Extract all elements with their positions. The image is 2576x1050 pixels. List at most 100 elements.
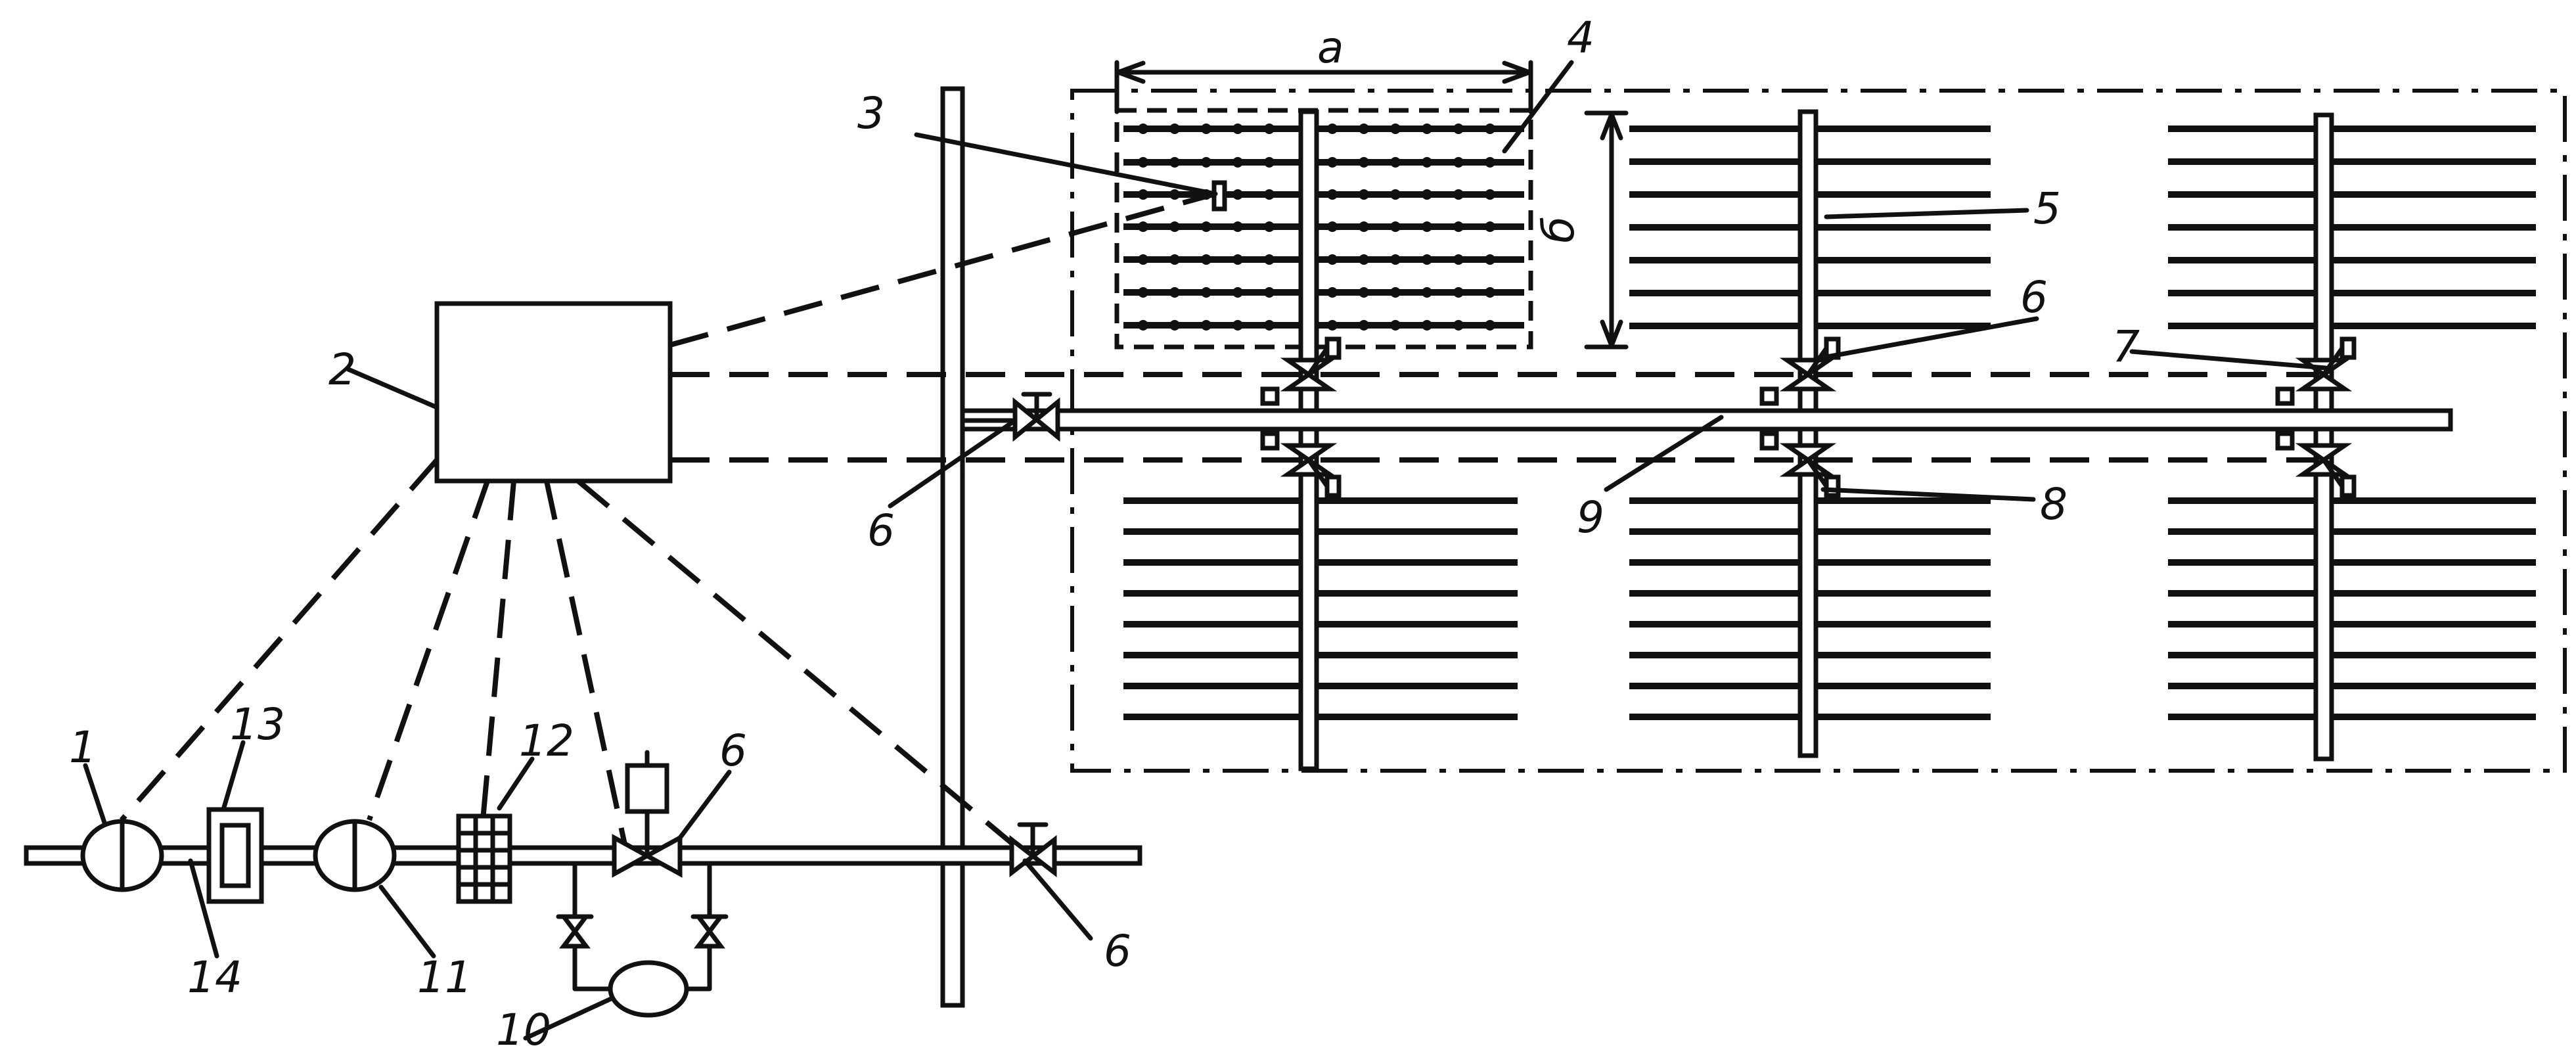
- flow-sensor: [2275, 431, 2295, 451]
- sprinkler-head: [1327, 287, 1338, 298]
- label-12: 12: [519, 716, 574, 766]
- sprinkler-head: [1327, 254, 1338, 265]
- label-14: 14: [187, 952, 242, 1003]
- sprinkler-head: [1422, 124, 1432, 134]
- sprinkler-head: [1264, 189, 1275, 200]
- sprinkler-head: [1390, 320, 1401, 331]
- sprinkler-head: [1485, 221, 1495, 232]
- main-riser-pipe: [940, 86, 965, 1008]
- label-2: 2: [328, 344, 356, 395]
- label-4: 4: [1567, 12, 1594, 63]
- sprinkler-head: [1169, 157, 1180, 168]
- sprinkler-head: [1138, 287, 1148, 298]
- sprinkler-head: [1264, 124, 1275, 134]
- sprinkler-block-outline: [1114, 108, 1533, 350]
- sprinkler-head: [1390, 221, 1401, 232]
- label-1: 1: [69, 722, 97, 773]
- pump-10: [608, 960, 689, 1018]
- flow-sensor: [2275, 386, 2295, 406]
- sprinkler-head: [1327, 124, 1338, 134]
- sprinkler-head: [1232, 287, 1243, 298]
- sprinkler-head: [1169, 124, 1180, 134]
- upper-right-laterals: [2168, 126, 2536, 329]
- lower-left-laterals: [1123, 497, 1518, 720]
- sprinkler-head: [1201, 124, 1211, 134]
- sprinkler-head: [1485, 320, 1495, 331]
- label-6-left: 6: [867, 505, 895, 556]
- sprinkler-head: [1138, 254, 1148, 265]
- actuator-link: [1805, 457, 1829, 489]
- sprinkler-head: [1138, 124, 1148, 134]
- sprinkler-head: [1201, 287, 1211, 298]
- dim-a-label: a: [1317, 22, 1344, 73]
- sprinkler-head: [1264, 157, 1275, 168]
- sprinkler-head: [1169, 221, 1180, 232]
- flow-sensor: [1759, 386, 1779, 406]
- sprinkler-head: [1138, 157, 1148, 168]
- main-control-valve: [612, 750, 683, 878]
- sprinkler-head: [1453, 320, 1464, 331]
- fertilizer-dispenser-12: [456, 813, 512, 904]
- label-13: 13: [230, 699, 285, 750]
- sprinkler-head: [1485, 287, 1495, 298]
- label-3: 3: [857, 88, 885, 139]
- lower-right-laterals: [2168, 497, 2536, 720]
- sprinkler-head: [1169, 287, 1180, 298]
- sprinkler-head: [1390, 124, 1401, 134]
- label-9: 9: [1577, 492, 1604, 543]
- dispenser-body: [456, 813, 512, 904]
- field-valves: [1260, 336, 2357, 498]
- dimension-a: a: [1114, 22, 1533, 114]
- sprinkler-head: [1453, 124, 1464, 134]
- sprinkler-head: [1264, 320, 1275, 331]
- supply-end-valve: [1009, 822, 1057, 878]
- sprinkler-head: [1264, 221, 1275, 232]
- sprinkler-dots: [1138, 124, 1495, 331]
- flow-meter-1: [80, 819, 164, 892]
- sprinkler-head: [1264, 287, 1275, 298]
- actuator-link: [2321, 346, 2345, 377]
- sprinkler-head: [1422, 221, 1432, 232]
- sprinkler-head: [1453, 157, 1464, 168]
- flow-sensor: [1260, 431, 1280, 451]
- sprinkler-head: [1453, 189, 1464, 200]
- sprinkler-head: [1422, 189, 1432, 200]
- sprinkler-head: [1390, 254, 1401, 265]
- bypass-loop: [556, 861, 729, 1018]
- sprinkler-head: [1422, 320, 1432, 331]
- sprinkler-head: [1390, 157, 1401, 168]
- sprinkler-head: [1485, 189, 1495, 200]
- sprinkler-head: [1327, 189, 1338, 200]
- actuator-link: [1306, 457, 1330, 489]
- leader-lines: [83, 60, 2328, 1041]
- sprinkler-head: [1453, 287, 1464, 298]
- sprinkler-head: [1201, 157, 1211, 168]
- sprinkler-head: [1422, 287, 1432, 298]
- label-6-top: 6: [2020, 272, 2048, 323]
- sprinkler-head: [1359, 157, 1369, 168]
- sprinkler-head: [1485, 124, 1495, 134]
- sprinkler-head: [1232, 320, 1243, 331]
- sprinkler-head: [1327, 157, 1338, 168]
- sprinkler-head: [1232, 189, 1243, 200]
- sprinkler-head: [1390, 287, 1401, 298]
- flow-meter-11: [313, 819, 397, 892]
- sprinkler-head: [1232, 221, 1243, 232]
- sprinkler-head: [1169, 320, 1180, 331]
- sprinkler-head: [1453, 221, 1464, 232]
- sprinkler-head: [1138, 221, 1148, 232]
- sprinkler-head: [1359, 254, 1369, 265]
- sprinkler-head: [1201, 221, 1211, 232]
- label-6-mid: 6: [719, 725, 747, 776]
- sprinkler-head: [1232, 157, 1243, 168]
- sprinkler-head: [1232, 254, 1243, 265]
- sprinkler-head: [1359, 320, 1369, 331]
- sprinkler-head: [1359, 124, 1369, 134]
- block-4-laterals: [1123, 126, 1524, 329]
- control-unit: [434, 301, 673, 484]
- sprinkler-head: [1201, 320, 1211, 331]
- sprinkler-head: [1169, 189, 1180, 200]
- sprinkler-head: [1485, 254, 1495, 265]
- label-7: 7: [2112, 321, 2140, 372]
- flow-sensor: [1759, 431, 1779, 451]
